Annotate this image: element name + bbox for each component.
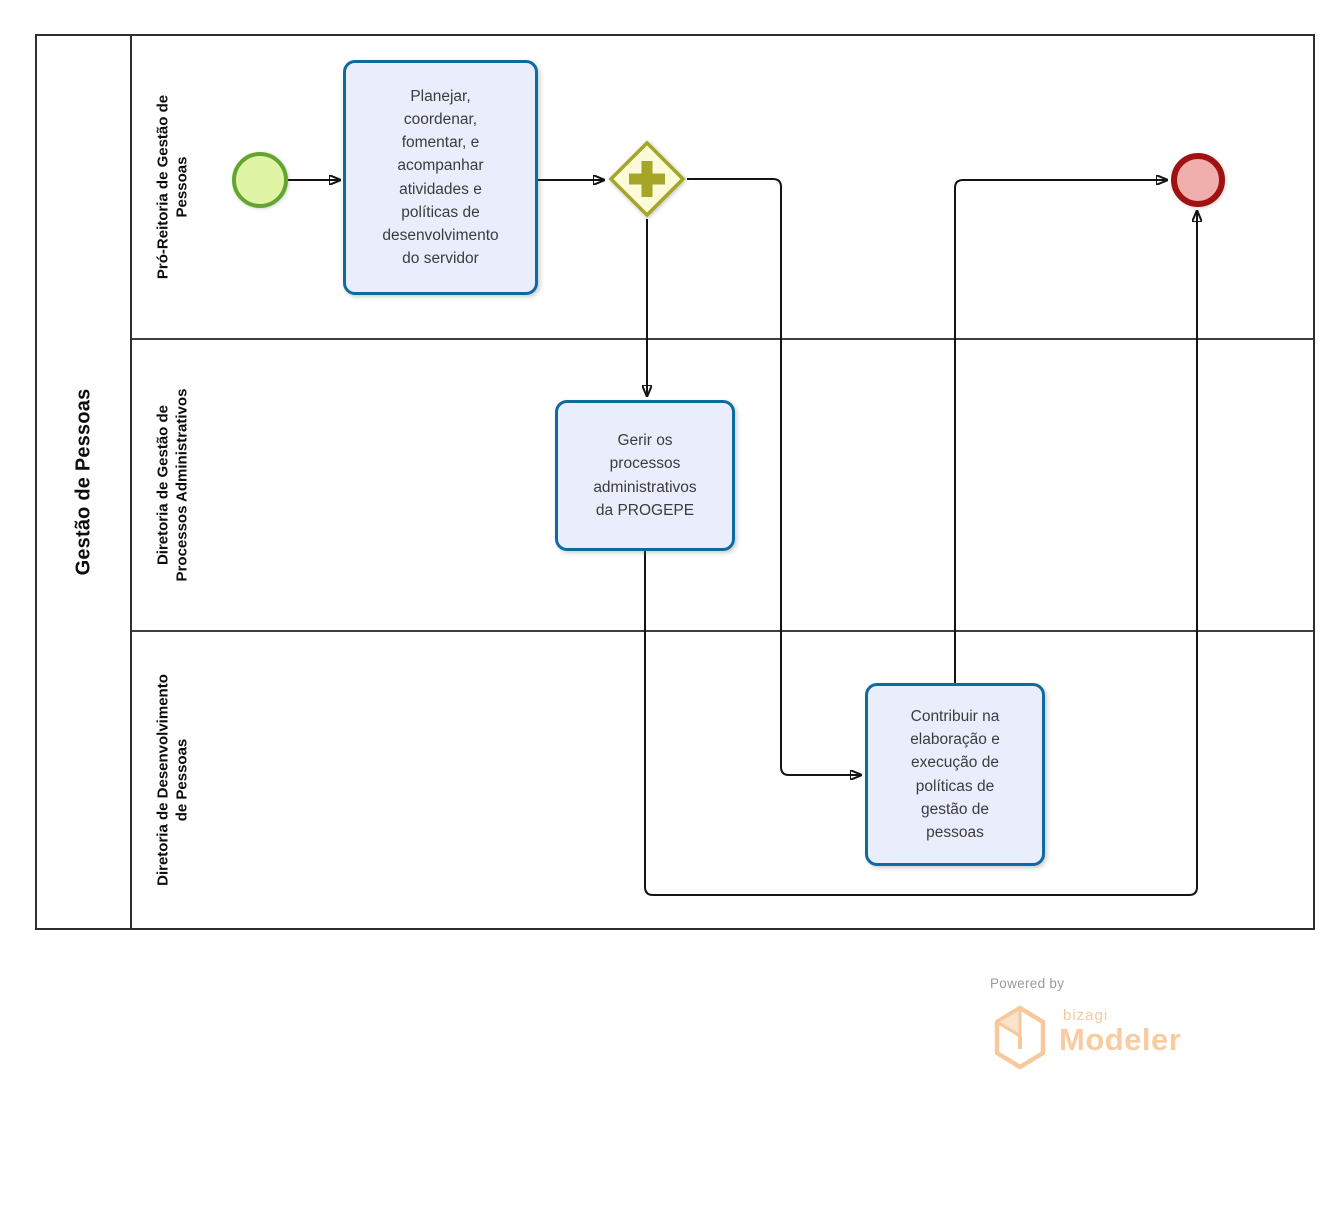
- pool-title: Gestão de Pessoas: [72, 388, 94, 576]
- end-event: [1171, 153, 1225, 207]
- lane-label-box: Diretoria de Desenvolvimento de Pessoas: [132, 632, 214, 928]
- powered-by-text: Powered by: [990, 976, 1065, 991]
- lane-label: Diretoria de Gestão de Processos Adminis…: [154, 388, 190, 582]
- start-event: [232, 152, 288, 208]
- task-planejar-coordenar: Planejar, coordenar, fomentar, e acompan…: [343, 60, 538, 295]
- lane-diretoria-desenvolvimento-pessoas: Diretoria de Desenvolvimento de Pessoas: [132, 630, 1313, 928]
- lane-label-box: Diretoria de Gestão de Processos Adminis…: [132, 340, 214, 630]
- task-label: Gerir os processos administrativos da PR…: [593, 432, 697, 519]
- lane-label: Diretoria de Desenvolvimento de Pessoas: [154, 674, 190, 886]
- lane-label: Pró-Reitoria de Gestão de Pessoas: [154, 94, 190, 280]
- plus-icon: [629, 161, 665, 197]
- task-contribuir-politicas: Contribuir na elaboração e execução de p…: [865, 683, 1045, 866]
- modeler-wordmark: Modeler: [1059, 1022, 1182, 1057]
- task-label: Contribuir na elaboração e execução de p…: [910, 707, 1000, 841]
- lane-pro-reitoria-de-gestao-de-pessoas: Pró-Reitoria de Gestão de Pessoas: [132, 36, 1313, 338]
- bizagi-wordmark: bizagi: [1063, 1007, 1109, 1024]
- task-label: Planejar, coordenar, fomentar, e acompan…: [382, 87, 499, 268]
- lane-label-box: Pró-Reitoria de Gestão de Pessoas: [132, 36, 214, 338]
- parallel-gateway: [608, 140, 686, 218]
- pool-header: Gestão de Pessoas: [37, 36, 132, 928]
- bizagi-logo-icon: [994, 1005, 1046, 1070]
- task-gerir-processos: Gerir os processos administrativos da PR…: [555, 400, 735, 551]
